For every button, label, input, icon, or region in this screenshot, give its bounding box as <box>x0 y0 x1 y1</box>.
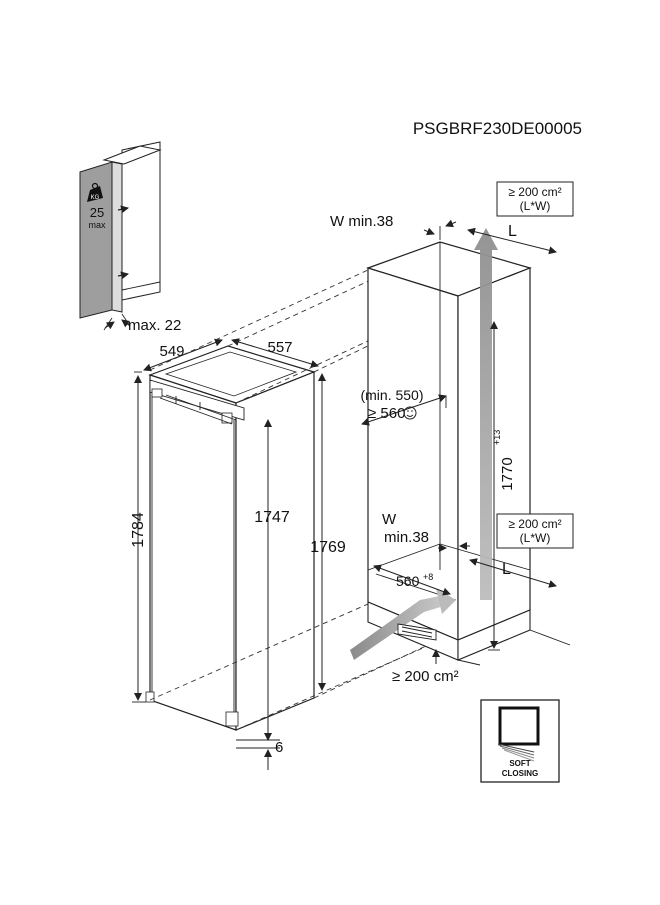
soft-closing-icon <box>497 743 535 762</box>
height-1784: 1784 <box>130 512 147 548</box>
depth-549: 549 <box>159 343 184 360</box>
weight-suffix: max <box>88 220 106 230</box>
offset-6: 6 <box>275 739 283 756</box>
svg-text:KG: KG <box>91 195 100 201</box>
weight-value: 25 <box>90 205 104 220</box>
niche-height: 1770 <box>499 457 516 490</box>
height-1747: 1747 <box>254 509 290 526</box>
niche-width: 560 <box>396 573 420 589</box>
length-bottom: L <box>502 561 511 578</box>
niche-dimensions: W min.38 ≥ 200 cm² (L*W) L (min. 550) ≥ … <box>330 181 574 685</box>
vent-bottom-formula: (L*W) <box>520 531 551 545</box>
appliance-drawing <box>145 345 316 731</box>
niche-height-tol: +13 <box>492 430 502 445</box>
wall-gap-bottom-w: W <box>382 511 397 528</box>
niche-width-tol: +8 <box>423 572 433 582</box>
max-thickness-label: max. 22 <box>128 317 181 334</box>
vent-top-area: ≥ 200 cm² <box>508 185 561 199</box>
door-panel-thumbnail: KG 25 max max. 22 <box>79 141 181 334</box>
min-depth: (min. 550) <box>360 387 423 403</box>
model-code: PSGBRF230DE00005 <box>413 119 582 138</box>
wall-gap-bottom-min: min.38 <box>384 529 429 546</box>
soft-closing-badge: SOFT CLOSING <box>480 699 560 783</box>
niche-drawing <box>350 228 571 666</box>
vent-bottom-area: ≥ 200 cm² <box>508 517 561 531</box>
rec-depth: ≥ 560 <box>368 405 405 422</box>
wall-gap-top: W min.38 <box>330 213 393 230</box>
closing-label: CLOSING <box>502 769 538 778</box>
weight-icon: KG <box>87 182 103 202</box>
soft-label: SOFT <box>509 759 530 768</box>
vent-top-formula: (L*W) <box>520 199 551 213</box>
height-1769: 1769 <box>310 539 346 556</box>
vent-front-area: ≥ 200 cm² <box>392 668 459 685</box>
length-top: L <box>508 223 517 240</box>
width-557: 557 <box>267 339 292 356</box>
appliance-dimensions: 549 557 1784 1747 1769 6 <box>130 338 346 770</box>
